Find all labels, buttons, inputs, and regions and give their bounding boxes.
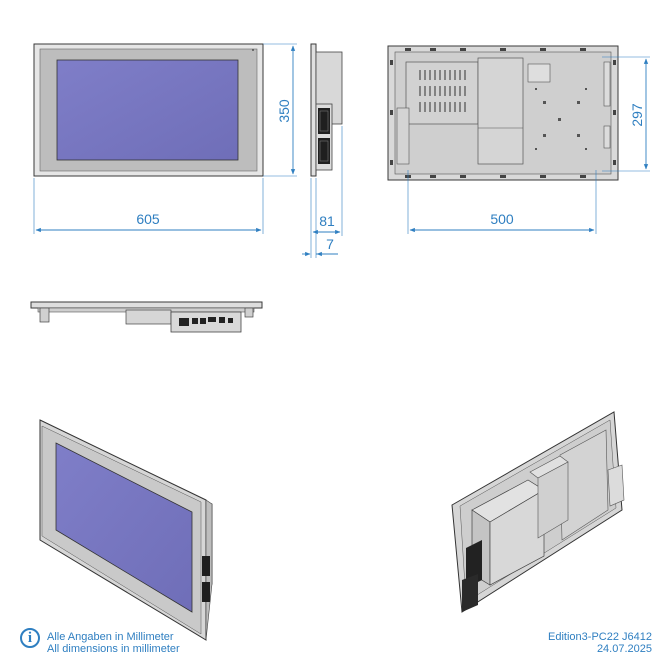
front-width-dim: 605 bbox=[136, 211, 160, 227]
front-view bbox=[33, 43, 264, 177]
info-icon: i bbox=[20, 628, 40, 648]
edition-date: 24.07.2025 bbox=[596, 643, 652, 655]
iso-rear-view bbox=[451, 411, 625, 613]
rear-view bbox=[387, 45, 619, 181]
units-note: Alle Angaben in Millimeter All dimension… bbox=[47, 631, 180, 655]
display-screen bbox=[56, 59, 239, 161]
side-depth-dim: 81 bbox=[319, 213, 335, 229]
rear-width-dim: 500 bbox=[490, 211, 514, 227]
units-note-en: All dimensions in millimeter bbox=[47, 643, 180, 655]
edition-block: Edition3-PC22 J6412 24.07.2025 bbox=[548, 631, 652, 655]
front-height-dim: 350 bbox=[276, 99, 292, 123]
units-note-de: Alle Angaben in Millimeter bbox=[47, 631, 174, 643]
side-bezel-dim: 7 bbox=[326, 236, 334, 252]
iso-front-view bbox=[39, 419, 213, 641]
top-view bbox=[30, 301, 263, 333]
rear-height-dim: 297 bbox=[629, 103, 645, 127]
edition-label: Edition3-PC22 J6412 bbox=[548, 631, 652, 643]
side-view bbox=[310, 43, 343, 177]
